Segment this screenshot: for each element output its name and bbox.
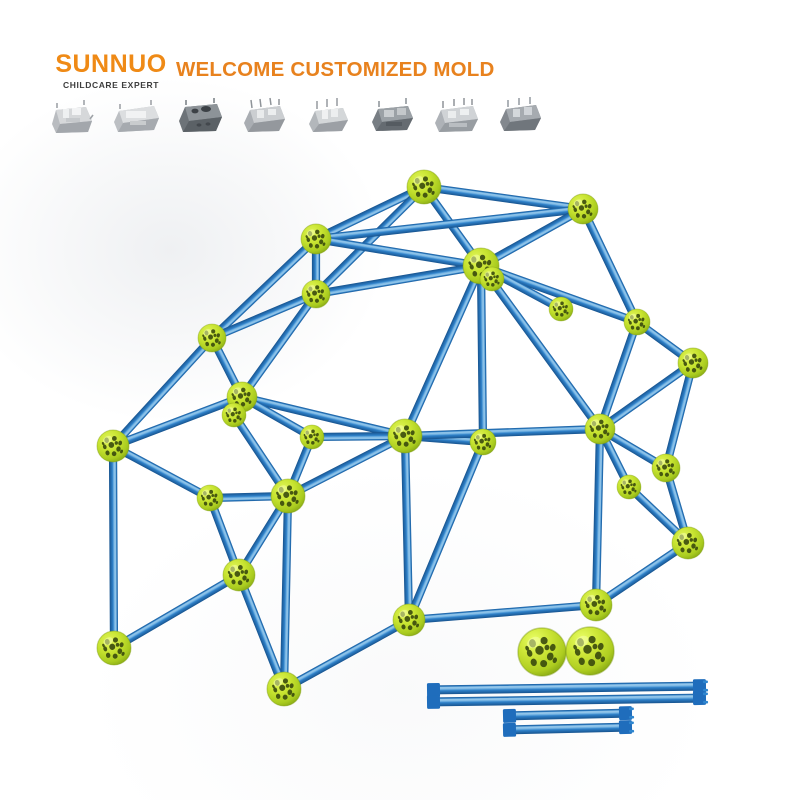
rod — [406, 441, 486, 621]
rod — [423, 183, 584, 213]
loose-connector-ball-left — [517, 627, 567, 677]
rod — [311, 431, 406, 442]
connector-ball — [270, 478, 306, 514]
injection-mold-thumb-6 — [366, 94, 418, 136]
rod — [112, 394, 243, 449]
rod — [211, 291, 317, 341]
rod — [595, 541, 689, 607]
rod — [400, 435, 414, 621]
rod — [287, 433, 406, 499]
connector-ball — [579, 588, 613, 622]
long-rod-lower — [426, 691, 709, 709]
connector-balls-layer — [96, 169, 709, 707]
rod — [404, 425, 601, 440]
brand-name: SUNNUO — [55, 50, 167, 78]
connector-ball — [677, 347, 709, 379]
rod — [476, 265, 488, 443]
rod — [241, 394, 313, 440]
rods-layer — [108, 183, 697, 692]
rod — [315, 184, 425, 242]
rod — [314, 185, 426, 296]
connector-ball — [300, 223, 332, 255]
connector-ball — [406, 169, 442, 205]
promo-banner: SUNNUO CHILDCARE EXPERT WELCOME CUSTOMIZ… — [0, 0, 800, 150]
rod — [241, 393, 406, 440]
connector-ball — [567, 193, 599, 225]
connector-ball — [623, 308, 651, 336]
rod — [232, 414, 290, 497]
rod — [283, 617, 410, 692]
rod — [599, 361, 694, 431]
connector-ball — [671, 526, 705, 560]
injection-mold-thumb-2 — [110, 94, 162, 136]
loose-balls-layer — [517, 626, 615, 677]
rod — [479, 265, 602, 430]
short-rod-upper — [502, 706, 635, 723]
rod — [662, 362, 697, 469]
rod — [210, 237, 318, 340]
rod — [636, 320, 694, 365]
short-rod-lower — [502, 720, 635, 737]
rod — [209, 337, 245, 398]
rod — [113, 572, 240, 651]
rod — [315, 205, 584, 243]
rod — [108, 445, 119, 649]
injection-mold-thumb-1 — [46, 94, 98, 136]
rod — [240, 293, 318, 398]
injection-mold-thumb-5 — [302, 94, 354, 136]
loose-connector-ball-right — [565, 626, 615, 676]
connector-ball — [96, 630, 132, 666]
connector-ball — [479, 266, 505, 292]
connector-ball — [96, 429, 130, 463]
rod — [209, 492, 289, 502]
connector-ball — [387, 418, 423, 454]
rod — [207, 497, 242, 576]
rod — [599, 426, 667, 471]
connector-ball — [651, 453, 681, 483]
rod — [402, 265, 484, 437]
injection-mold-thumb-3 — [174, 94, 226, 136]
rod — [480, 206, 584, 269]
rod — [315, 262, 482, 298]
brand-tagline: CHILDCARE EXPERT — [62, 80, 160, 90]
rod — [663, 467, 691, 544]
rod — [315, 235, 482, 270]
connector-ball — [266, 671, 302, 707]
rod — [627, 485, 690, 545]
brand-logo: SUNNUO CHILDCARE EXPERT — [50, 50, 172, 91]
injection-mold-thumb-8 — [494, 94, 546, 136]
connector-ball — [584, 413, 616, 445]
loose-rods-layer — [426, 679, 709, 737]
connector-ball — [196, 484, 224, 512]
injection-mold-thumb-4 — [238, 94, 290, 136]
injection-mold-thumb-7 — [430, 94, 482, 136]
rod — [408, 601, 597, 624]
rod — [236, 574, 287, 690]
rod — [580, 208, 640, 323]
rod — [237, 495, 290, 576]
rod — [597, 428, 632, 488]
connector-ball — [221, 402, 247, 428]
connector-ball — [222, 558, 256, 592]
rod — [112, 443, 211, 501]
banner-headline: WELCOME CUSTOMIZED MOLD — [176, 58, 495, 81]
long-rod-upper — [426, 679, 709, 697]
rod — [480, 263, 638, 325]
connector-ball — [616, 474, 642, 500]
mold-thumbnail-strip — [46, 88, 556, 136]
rod — [111, 336, 214, 448]
connector-ball — [392, 603, 426, 637]
connector-ball — [301, 279, 331, 309]
rod — [279, 495, 293, 690]
rod — [597, 321, 640, 430]
connector-ball — [197, 323, 227, 353]
rod — [591, 428, 605, 606]
connector-ball — [299, 424, 325, 450]
connector-ball — [548, 296, 574, 322]
connector-ball — [469, 428, 497, 456]
